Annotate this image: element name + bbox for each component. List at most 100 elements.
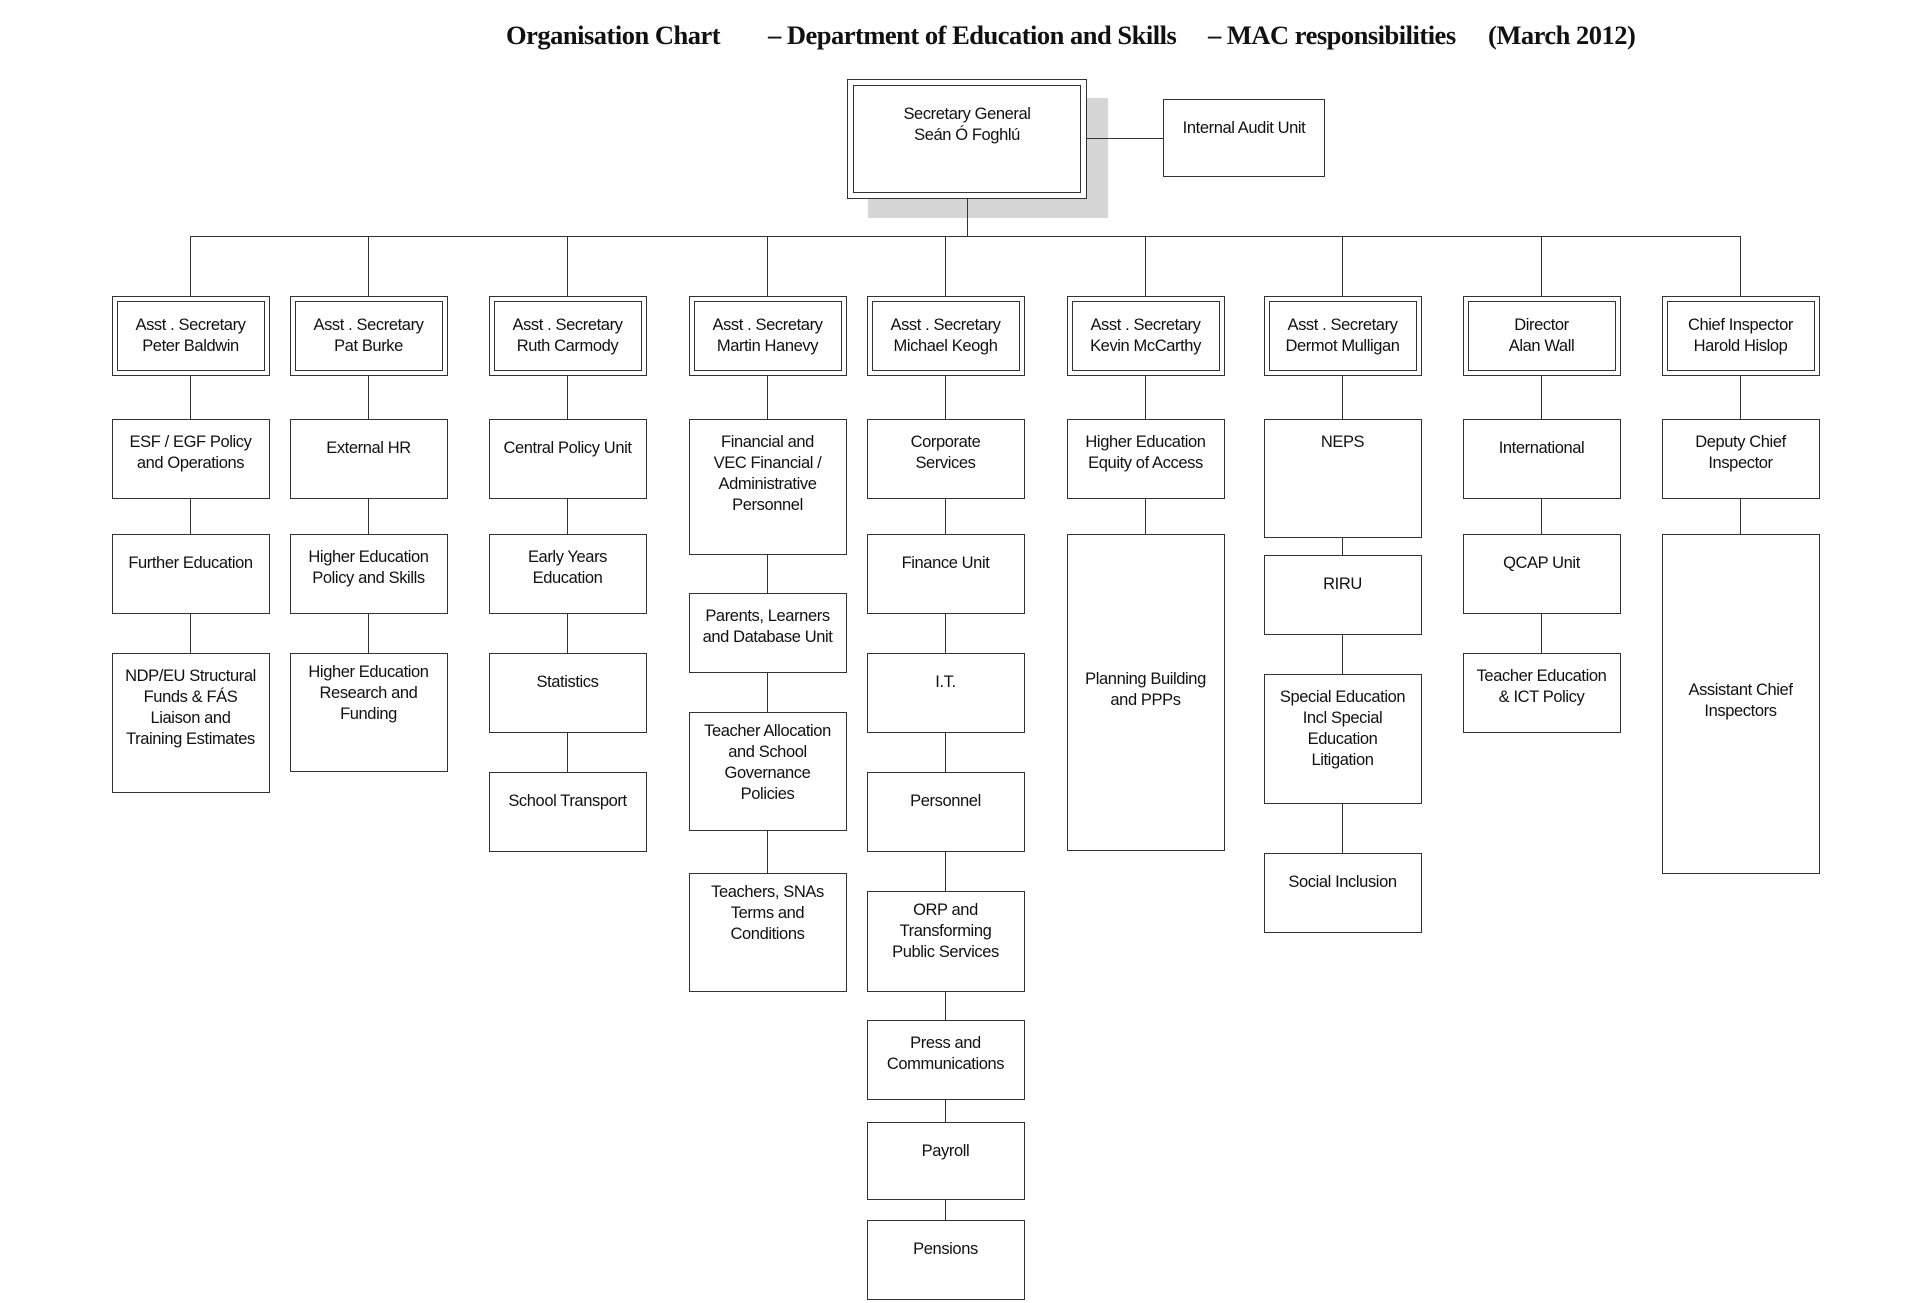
- division-5-unit-8-box-text: Pensions: [913, 1239, 978, 1260]
- division-6-unit-1-box-line: Equity of Access: [1088, 454, 1203, 472]
- division-5-unit-7-box-text: Payroll: [922, 1141, 970, 1162]
- secretary-general-box-inner-border: [853, 85, 1081, 193]
- division-5-drop-connector: [945, 236, 946, 296]
- division-7-unit-1-box-text: NEPS: [1321, 432, 1365, 453]
- division-8-head-box-inner-border: [1467, 301, 1616, 371]
- division-5-unit-5-box-line: Transforming: [899, 922, 992, 940]
- division-5-unit-2-box-text: Finance Unit: [902, 553, 990, 574]
- division-3-unit-connector: [567, 733, 568, 772]
- division-8-unit-2-box: QCAP Unit: [1462, 534, 1621, 614]
- division-3-unit-3-box-text: Statistics: [536, 672, 598, 693]
- division-5-unit-2-box-line: Finance Unit: [901, 554, 990, 572]
- division-4-unit-4-box-line: Conditions: [730, 925, 805, 943]
- division-5-unit-connector: [945, 1100, 946, 1122]
- division-3-unit-1-box: Central Policy Unit: [488, 419, 647, 499]
- division-4-unit-2-box: Parents, Learners and Database Unit: [688, 593, 847, 673]
- division-6-head-box-line: Asst . Secretary: [1090, 316, 1201, 334]
- division-9-unit-2-box-line: Assistant Chief: [1688, 681, 1793, 699]
- division-7-unit-2-box-text: RIRU: [1323, 574, 1362, 595]
- division-3-unit-3-box: Statistics: [488, 653, 647, 733]
- division-7-unit-connector: [1342, 804, 1343, 853]
- division-2-drop-connector: [368, 236, 369, 296]
- audit-connector: [1087, 138, 1163, 139]
- division-6-unit-2-box-line: and PPPs: [1110, 691, 1181, 709]
- division-4-unit-2-box-line: and Database Unit: [702, 628, 833, 646]
- chart-title: Organisation Chart – Department of Educa…: [0, 20, 1912, 200]
- division-1-head-box-inner-border: [116, 301, 265, 371]
- division-4-drop-connector: [767, 236, 768, 296]
- division-5-unit-connector: [945, 614, 946, 653]
- division-2-unit-2-box-line: Policy and Skills: [312, 569, 425, 587]
- division-5-unit-5-box-line: Public Services: [892, 943, 999, 961]
- division-7-unit-3-box-line: Special Education: [1279, 688, 1406, 706]
- division-6-drop-connector: [1145, 236, 1146, 296]
- division-9-drop-connector: [1740, 236, 1741, 296]
- division-3-unit-3-box-line: Statistics: [536, 673, 599, 691]
- division-5-head-box-inner-border: [871, 301, 1020, 371]
- internal-audit-box-text: Internal Audit Unit: [1183, 118, 1306, 139]
- division-5-unit-4-box-text: Personnel: [910, 791, 981, 812]
- division-5-unit-7-box: Payroll: [866, 1122, 1025, 1200]
- division-9-head-box-inner-border: [1666, 301, 1815, 371]
- division-1-head-box-line: Peter Baldwin: [142, 337, 239, 355]
- secretary-general-box-line: Seán Ó Foghlú: [914, 126, 1020, 144]
- division-5-unit-connector: [945, 852, 946, 891]
- division-1-head-box-line: Asst . Secretary: [135, 316, 246, 334]
- division-3-unit-4-box-text: School Transport: [508, 791, 627, 812]
- division-2-unit-1-box-line: External HR: [326, 439, 411, 457]
- division-4-unit-1-box-line: VEC Financial /: [713, 454, 822, 472]
- division-7-unit-4-box: Social Inclusion: [1263, 853, 1422, 933]
- division-8-unit-2-box-text: QCAP Unit: [1503, 553, 1580, 574]
- division-8-unit-1-box-line: International: [1498, 439, 1585, 457]
- division-4-unit-1-box-line: Financial and: [721, 433, 814, 451]
- title-part-4: (March 2012): [1488, 20, 1636, 50]
- division-4-unit-2-box-line: Parents, Learners: [705, 607, 830, 625]
- division-4-head-box-line: Martin Hanevy: [716, 337, 819, 355]
- division-2-head-box-line: Pat Burke: [334, 337, 403, 355]
- division-4-head-box-line: Asst . Secretary: [712, 316, 823, 334]
- division-8-unit-connector: [1541, 499, 1542, 534]
- division-2-unit-3-box-line: Higher Education: [308, 663, 429, 681]
- division-2-unit-connector: [368, 376, 369, 419]
- division-1-unit-3-box-line: Training Estimates: [126, 730, 255, 748]
- division-7-unit-connector: [1342, 635, 1343, 674]
- division-3-unit-2-box-line: Education: [532, 569, 603, 587]
- division-3-unit-1-box-line: Central Policy Unit: [503, 439, 632, 457]
- division-1-unit-connector: [190, 499, 191, 534]
- division-4-unit-4-box-line: Teachers, SNAs: [711, 883, 824, 901]
- division-2-unit-3-box-line: Research and: [319, 684, 418, 702]
- division-4-unit-3-box-line: and School: [728, 743, 807, 761]
- division-7-unit-4-box-line: Social Inclusion: [1288, 873, 1397, 891]
- division-7-unit-3-box-line: Education: [1307, 730, 1378, 748]
- division-9-unit-connector: [1740, 376, 1741, 419]
- internal-audit-box-line: Internal Audit Unit: [1182, 119, 1306, 137]
- division-8-unit-3-box-line: Teacher Education: [1476, 667, 1607, 685]
- division-1-unit-2-box: Further Education: [111, 534, 270, 614]
